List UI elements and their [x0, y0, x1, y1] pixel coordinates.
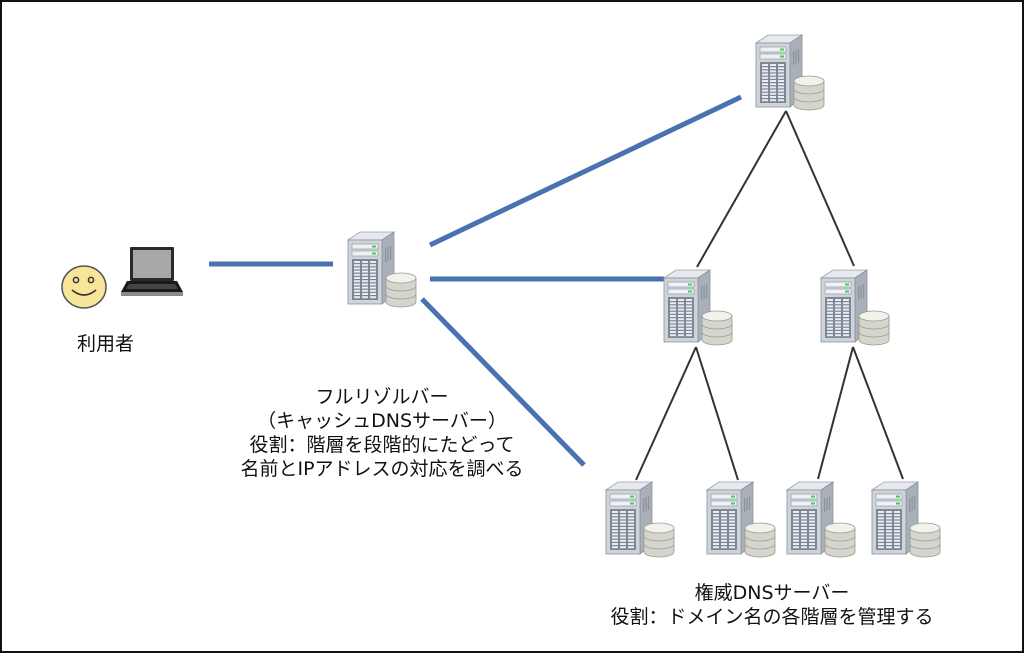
server-leaf-3 — [785, 480, 857, 558]
server-database-icon — [346, 231, 417, 308]
server-database-icon — [819, 269, 890, 346]
tree-mid1-left — [635, 346, 697, 481]
resolver-label-line: 役割：階層を段階的にたどって — [249, 434, 515, 456]
resolver-label: フルリゾルバー （キャッシュDNSサーバー） 役割：階層を段階的にたどって 名前… — [202, 385, 562, 481]
authoritative-label-line: 権威DNSサーバー — [694, 582, 850, 604]
server-leaf-2 — [705, 480, 777, 558]
resolver-label-line: （キャッシュDNSサーバー） — [257, 410, 507, 432]
resolver-label-line: フルリゾルバー — [315, 386, 449, 408]
link-resolver-leaf — [420, 297, 586, 467]
resolver-label-line: 名前とIPアドレスの対応を調べる — [240, 458, 524, 480]
authoritative-label: 権威DNSサーバー 役割：ドメイン名の各階層を管理する — [572, 581, 972, 629]
server-database-icon — [662, 269, 733, 346]
server-root — [754, 33, 826, 111]
tree-mid1-right — [695, 346, 739, 481]
server-database-icon — [870, 481, 941, 558]
tree-root-left — [696, 110, 787, 268]
server-database-icon — [754, 34, 825, 111]
server-database-icon — [785, 481, 856, 558]
server-database-icon — [604, 481, 675, 558]
smiley-face-icon — [61, 265, 107, 309]
tree-mid2-left — [817, 346, 854, 480]
server-tld-1 — [662, 268, 734, 346]
link-resolver-root — [428, 94, 743, 248]
tree-mid2-right — [852, 346, 904, 480]
laptop-icon — [121, 247, 183, 296]
server-database-icon — [705, 481, 776, 558]
server-tld-2 — [819, 268, 891, 346]
user-label: 利用者 — [77, 333, 135, 355]
server-leaf-1 — [604, 480, 676, 558]
server-leaf-4 — [870, 480, 942, 558]
tree-root-right — [785, 110, 855, 267]
authoritative-label-line: 役割：ドメイン名の各階層を管理する — [610, 606, 934, 628]
server-resolver — [346, 230, 418, 308]
